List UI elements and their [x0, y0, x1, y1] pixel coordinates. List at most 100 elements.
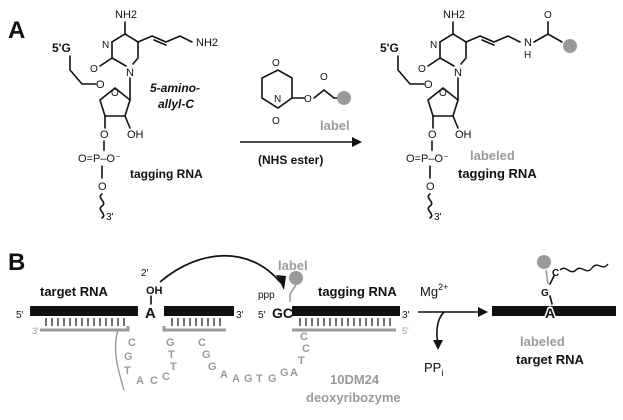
mg-text: Mg2+: [420, 282, 448, 299]
loop-letter: C: [150, 375, 158, 387]
o-3prime: O: [100, 129, 109, 141]
product-phosphate: O=P–O⁻: [406, 153, 449, 165]
target-rna-strand-left: [30, 306, 138, 316]
product-o-next: O: [426, 181, 435, 193]
label-text-a: label: [320, 118, 350, 133]
three-prime-left-b: 3': [236, 310, 244, 321]
nhs-o-link: O: [304, 94, 312, 105]
loop-letter: G: [166, 337, 175, 349]
loop-letter: G: [124, 351, 133, 363]
loop-letter: C: [162, 371, 170, 383]
label-dot-product-b: [537, 255, 551, 269]
dna-3prime: 3': [32, 326, 39, 336]
loop-letter: A: [290, 367, 298, 379]
product-ring-n1: N: [454, 67, 462, 79]
product-sugar-oxygen-left: O: [424, 79, 433, 91]
product-oh-2prime: OH: [455, 129, 472, 141]
oh-2prime: OH: [127, 129, 144, 141]
five-prime-left: 5': [16, 310, 24, 321]
ppi-branch-arrow: [436, 311, 445, 345]
dna-loop-letters: C G T A C C G T T C G G A A G T G G A T …: [124, 331, 310, 387]
nhs-o-top: O: [272, 58, 280, 69]
loop-letter: A: [136, 375, 144, 387]
ppi-branch-arrow-head: [433, 340, 443, 350]
sugar-oxygen-left: O: [96, 79, 105, 91]
nh2-top: NH2: [115, 9, 137, 21]
loop-letter: T: [170, 361, 177, 373]
product-label-line2: tagging RNA: [458, 166, 537, 181]
product-ring-oxygen: O: [439, 88, 447, 99]
five-prime-mid: 5': [258, 310, 266, 321]
panel-b-letter: B: [8, 249, 25, 276]
loop-letter: T: [168, 349, 175, 361]
label-dot-b: [289, 271, 303, 285]
reactant-label: tagging RNA: [130, 167, 203, 181]
loop-letter: T: [124, 365, 131, 377]
o-5prime-next: O: [98, 181, 107, 193]
ring-n1: N: [126, 67, 134, 79]
product-c-base: C: [552, 268, 559, 279]
product-a-base: A: [545, 305, 555, 321]
oh-b: OH: [146, 285, 163, 297]
pairing-ticks-left: [45, 318, 221, 326]
dna-5prime: 5': [402, 326, 409, 336]
five-prime-g: 5'G: [52, 41, 71, 55]
gc-bases: GC: [272, 305, 293, 321]
nhs-o-ester: O: [320, 72, 328, 83]
product-amide-n: N: [524, 37, 532, 49]
label-dot-a: [337, 91, 351, 105]
aminoallyl-c-nucleotide: 5'G O O OH O O=P–O⁻ O 3' N N O NH2 NH2 5…: [52, 9, 218, 223]
two-prime-b: 2': [141, 268, 149, 279]
product-ring-n3: N: [430, 40, 437, 51]
attack-arrow-head: [276, 275, 286, 290]
product-label-line1: labeled: [470, 148, 515, 163]
a-base-b: A: [145, 305, 156, 322]
phosphate-group: O=P–O⁻: [78, 153, 121, 165]
loop-letter: C: [302, 343, 310, 355]
product-carbonyl-o: O: [418, 64, 426, 75]
nhs-nitrogen: N: [274, 94, 281, 105]
pairing-ticks-right: [299, 318, 391, 326]
product-b-label-line1: labeled: [520, 334, 565, 349]
target-rna-strand-right: [164, 306, 234, 316]
nh2-chain: NH2: [196, 37, 218, 49]
reaction-arrow-a-head: [352, 137, 362, 147]
dna-loop-left-path: [114, 329, 125, 391]
dna-arm-middle: [162, 326, 226, 332]
loop-letter: G: [244, 373, 253, 385]
tagging-rna-label-b: tagging RNA: [318, 284, 397, 299]
ring-oxygen: O: [111, 88, 119, 99]
loop-letter: T: [256, 373, 263, 385]
attack-arrow: [159, 254, 281, 283]
loop-letter: G: [208, 361, 217, 373]
three-prime-right-b: 3': [402, 310, 410, 321]
enzyme-name-line2: deoxyribozyme: [306, 390, 401, 405]
product-nh2-top: NH2: [443, 9, 465, 21]
carbonyl-o: O: [90, 64, 98, 75]
product-target-strand: [492, 306, 616, 316]
loop-letter: C: [128, 337, 136, 349]
ppp: ppp: [258, 290, 275, 301]
target-rna-label: target RNA: [40, 284, 109, 299]
three-prime-a-product: 3': [434, 212, 442, 223]
loop-letter: A: [232, 373, 240, 385]
loop-letter: G: [280, 367, 289, 379]
loop-letter: T: [298, 355, 305, 367]
tagging-rna-strand: [292, 306, 400, 316]
product-o-3prime: O: [428, 129, 437, 141]
ppi-text: PPi: [424, 360, 443, 378]
product-b-label-line2: target RNA: [516, 352, 585, 367]
loop-letter: G: [202, 349, 211, 361]
loop-letter: C: [198, 337, 206, 349]
panel-a-letter: A: [8, 17, 25, 44]
reagent-name-line2: allyl-C: [158, 97, 194, 111]
label-text-b: label: [278, 258, 308, 273]
nhs-o-bottom: O: [272, 116, 280, 127]
product-tail-wave: [559, 263, 609, 273]
reaction-arrow-b-head: [478, 307, 488, 317]
reagent-name-line1: 5-amino-: [150, 81, 200, 95]
nhs-ester-reagent: N O O O O label: [261, 58, 351, 133]
product-amide-o: O: [544, 10, 552, 21]
product-five-prime-g: 5'G: [380, 41, 399, 55]
